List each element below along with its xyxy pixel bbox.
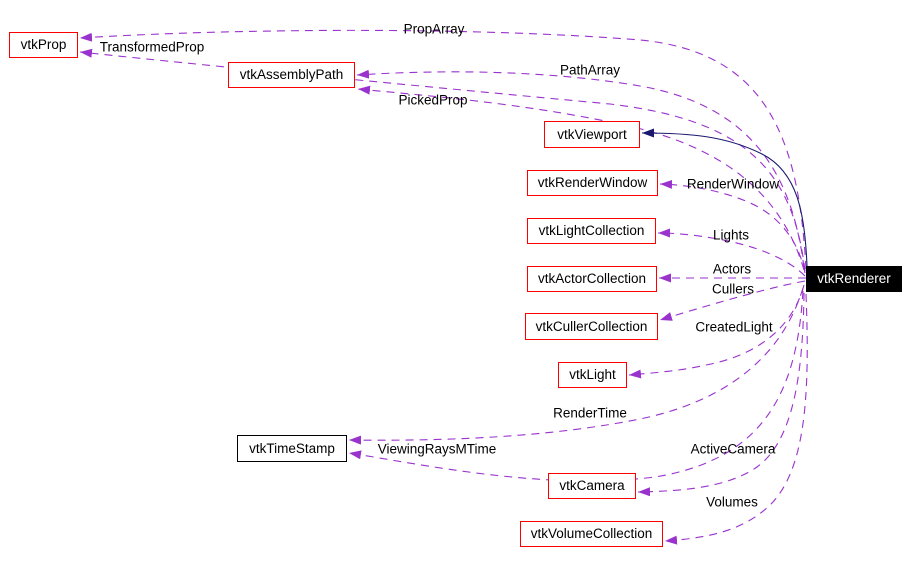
edge-label-transformedprop: TransformedProp bbox=[99, 39, 205, 55]
edge-viewingraysmtime bbox=[348, 290, 804, 482]
edge-label-activecamera: ActiveCamera bbox=[690, 441, 776, 457]
node-vtkrenderwindow[interactable]: vtkRenderWindow bbox=[527, 170, 658, 196]
node-vtkprop[interactable]: vtkProp bbox=[9, 32, 78, 58]
edge-label-cullers: Cullers bbox=[711, 281, 755, 297]
edge-label-renderwindow: RenderWindow bbox=[686, 176, 780, 192]
node-vtkviewport[interactable]: vtkViewport bbox=[544, 121, 640, 148]
edge-patharray bbox=[356, 69, 805, 269]
edge-volumes bbox=[664, 293, 808, 545]
node-vtkvolumecollection[interactable]: vtkVolumeCollection bbox=[520, 521, 663, 547]
node-vtktimestamp[interactable]: vtkTimeStamp bbox=[237, 435, 347, 462]
edge-label-pickedprop: PickedProp bbox=[398, 92, 468, 108]
edge-label-patharray: PathArray bbox=[559, 62, 621, 78]
edge-label-lights: Lights bbox=[712, 227, 750, 243]
node-vtkcamera[interactable]: vtkCamera bbox=[548, 473, 636, 499]
edge-label-actors: Actors bbox=[712, 261, 752, 277]
edge-createdlight bbox=[628, 284, 805, 379]
edge-label-proparray: PropArray bbox=[403, 21, 465, 37]
edge-rendertime bbox=[348, 287, 804, 445]
edge-label-viewingraysmtime: ViewingRaysMTime bbox=[377, 441, 497, 457]
node-vtkrenderer-main: vtkRenderer bbox=[806, 266, 902, 292]
node-vtkactorcollection[interactable]: vtkActorCollection bbox=[527, 266, 657, 292]
node-vtkassemblypath[interactable]: vtkAssemblyPath bbox=[228, 62, 355, 88]
edge-cullers bbox=[659, 280, 806, 321]
edge-activecamera bbox=[637, 292, 805, 497]
edge-inheritance-vtkviewport bbox=[641, 128, 808, 267]
edge-proparray bbox=[79, 29, 807, 270]
node-vtklight[interactable]: vtkLight bbox=[558, 362, 627, 388]
edge-pickedprop bbox=[357, 85, 805, 271]
node-vtklightcollection[interactable]: vtkLightCollection bbox=[527, 218, 656, 244]
edge-label-rendertime: RenderTime bbox=[553, 405, 627, 421]
edge-lights bbox=[657, 228, 806, 277]
edge-label-createdlight: CreatedLight bbox=[695, 319, 773, 335]
edge-renderwindow bbox=[659, 179, 806, 274]
node-vtkcullercollection[interactable]: vtkCullerCollection bbox=[525, 313, 658, 340]
edge-label-volumes: Volumes bbox=[706, 494, 758, 510]
edge-transformedprop bbox=[79, 48, 806, 272]
